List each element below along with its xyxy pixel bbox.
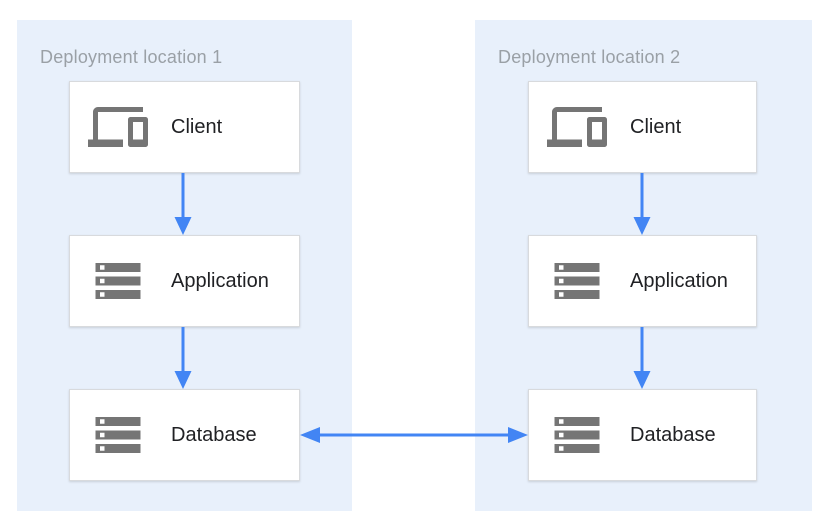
deployment-location-1-title: Deployment location 1 <box>40 47 223 67</box>
devices-icon <box>87 97 149 157</box>
node-label: Database <box>171 423 257 446</box>
node-label: Client <box>630 115 682 138</box>
deployment-location-2-title: Deployment location 2 <box>498 47 681 67</box>
node-label: Client <box>171 115 223 138</box>
storage-icon <box>87 408 149 462</box>
arrow-application-to-database <box>173 327 193 389</box>
storage-icon <box>546 408 608 462</box>
arrow-client-to-application <box>632 173 652 235</box>
storage-icon <box>87 254 149 308</box>
node-client: Client <box>528 81 757 173</box>
node-database: Database <box>69 389 300 481</box>
node-label: Application <box>630 269 728 292</box>
node-database: Database <box>528 389 757 481</box>
node-application: Application <box>69 235 300 327</box>
node-application: Application <box>528 235 757 327</box>
arrow-database-bidirectional <box>300 425 528 445</box>
node-label: Application <box>171 269 269 292</box>
devices-icon <box>546 97 608 157</box>
arrow-application-to-database <box>632 327 652 389</box>
deployment-location-2-group: Deployment location 2 Client Application… <box>475 20 812 511</box>
storage-icon <box>546 254 608 308</box>
arrow-client-to-application <box>173 173 193 235</box>
node-label: Database <box>630 423 716 446</box>
deployment-location-1-group: Deployment location 1 Client Application… <box>17 20 352 511</box>
node-client: Client <box>69 81 300 173</box>
